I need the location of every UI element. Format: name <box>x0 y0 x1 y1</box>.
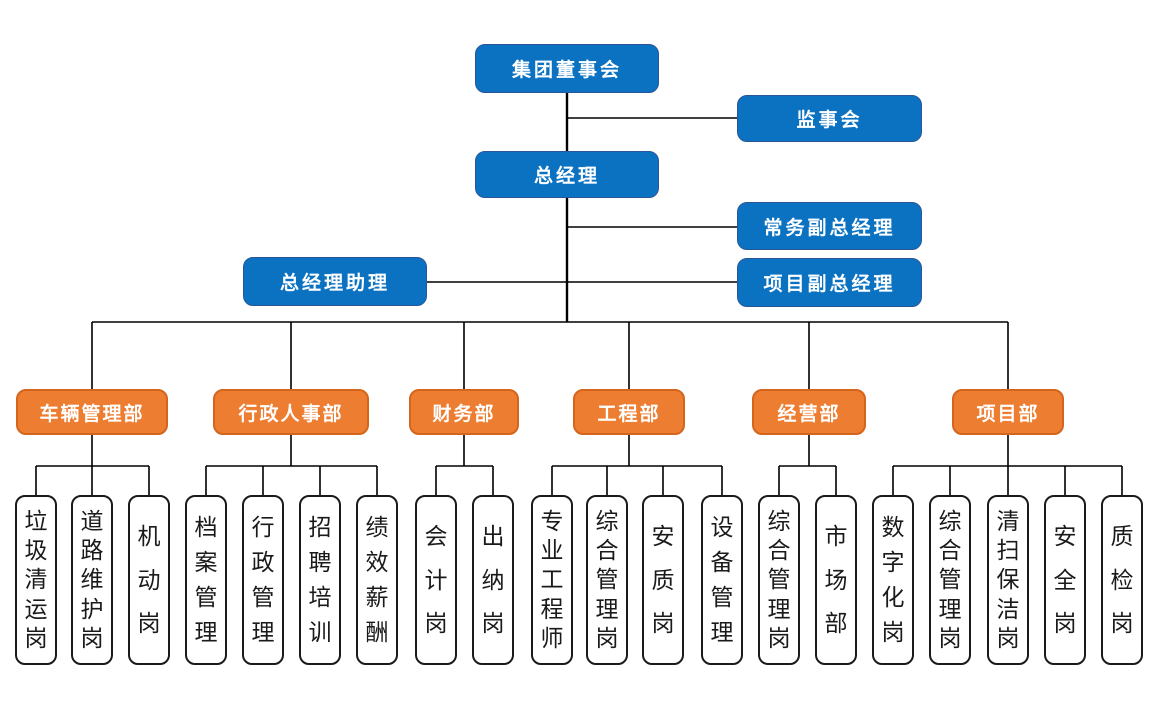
position-label: 综合管理岗 <box>767 508 791 651</box>
position-label: 垃圾清运岗 <box>24 508 48 651</box>
position-node: 档案管理 <box>185 495 227 665</box>
position-label: 数字化岗 <box>881 514 905 645</box>
position-label: 质检岗 <box>1110 522 1134 637</box>
dept-vehicle-management: 车辆管理部 <box>16 389 168 435</box>
position-label: 设备管理 <box>710 514 734 645</box>
executive-branch-lines <box>427 117 737 283</box>
position-node: 安全岗 <box>1044 495 1086 665</box>
position-label: 清扫保洁岗 <box>996 508 1020 651</box>
position-node: 道路维护岗 <box>71 495 113 665</box>
position-label: 安全岗 <box>1053 522 1077 637</box>
position-node: 专业工程师 <box>531 495 573 665</box>
position-label: 综合管理岗 <box>938 508 962 651</box>
node-project-deputy-gm-label: 项目副总经理 <box>763 274 896 295</box>
department-label: 工程部 <box>597 403 661 425</box>
position-label: 专业工程师 <box>540 508 564 651</box>
position-label: 行政管理 <box>251 514 275 645</box>
position-node: 市场部 <box>815 495 857 665</box>
node-general-manager: 总经理 <box>475 151 659 198</box>
position-node: 行政管理 <box>242 495 284 665</box>
position-node: 机动岗 <box>128 495 170 665</box>
node-gm-assistant-label: 总经理助理 <box>279 273 390 294</box>
position-node: 清扫保洁岗 <box>987 495 1029 665</box>
position-node: 综合管理岗 <box>929 495 971 665</box>
dept-finance: 财务部 <box>409 389 519 435</box>
dept-admin-hr: 行政人事部 <box>213 389 369 435</box>
node-supervisory-board-label: 监事会 <box>796 110 863 131</box>
position-node: 设备管理 <box>701 495 743 665</box>
department-label: 项目部 <box>976 403 1040 425</box>
position-label: 机动岗 <box>137 522 161 637</box>
department-label: 财务部 <box>432 403 496 425</box>
position-branch-lines <box>35 435 1123 495</box>
position-node: 综合管理岗 <box>586 495 628 665</box>
department-label: 车辆管理部 <box>39 403 145 425</box>
position-node: 会计岗 <box>415 495 457 665</box>
position-node: 出纳岗 <box>472 495 514 665</box>
position-node: 垃圾清运岗 <box>15 495 57 665</box>
position-label: 绩效薪酬 <box>365 514 389 645</box>
dept-engineering: 工程部 <box>573 389 685 435</box>
node-board-label: 集团董事会 <box>511 60 622 81</box>
position-label: 道路维护岗 <box>80 508 104 651</box>
dept-project: 项目部 <box>952 389 1064 435</box>
node-project-deputy-gm: 项目副总经理 <box>737 258 922 307</box>
node-supervisory-board: 监事会 <box>737 95 922 142</box>
position-label: 会计岗 <box>424 522 448 637</box>
position-node: 综合管理岗 <box>758 495 800 665</box>
node-executive-deputy-gm-label: 常务副总经理 <box>763 217 896 239</box>
node-general-manager-label: 总经理 <box>533 166 600 187</box>
position-label: 安质岗 <box>651 522 675 637</box>
position-label: 档案管理 <box>194 514 218 645</box>
position-label: 市场部 <box>824 522 848 637</box>
position-node: 质检岗 <box>1101 495 1143 665</box>
position-node: 绩效薪酬 <box>356 495 398 665</box>
position-label: 综合管理岗 <box>595 508 619 651</box>
node-board: 集团董事会 <box>475 44 659 93</box>
dept-operations: 经营部 <box>752 389 866 435</box>
position-node: 数字化岗 <box>872 495 914 665</box>
position-node: 安质岗 <box>642 495 684 665</box>
position-node: 招聘培训 <box>299 495 341 665</box>
department-spine-lines <box>91 321 1009 389</box>
department-label: 经营部 <box>777 403 841 425</box>
position-label: 招聘培训 <box>308 514 332 645</box>
position-label: 出纳岗 <box>481 522 505 637</box>
node-executive-deputy-gm: 常务副总经理 <box>737 202 922 250</box>
node-gm-assistant: 总经理助理 <box>243 257 427 306</box>
department-label: 行政人事部 <box>238 403 344 425</box>
